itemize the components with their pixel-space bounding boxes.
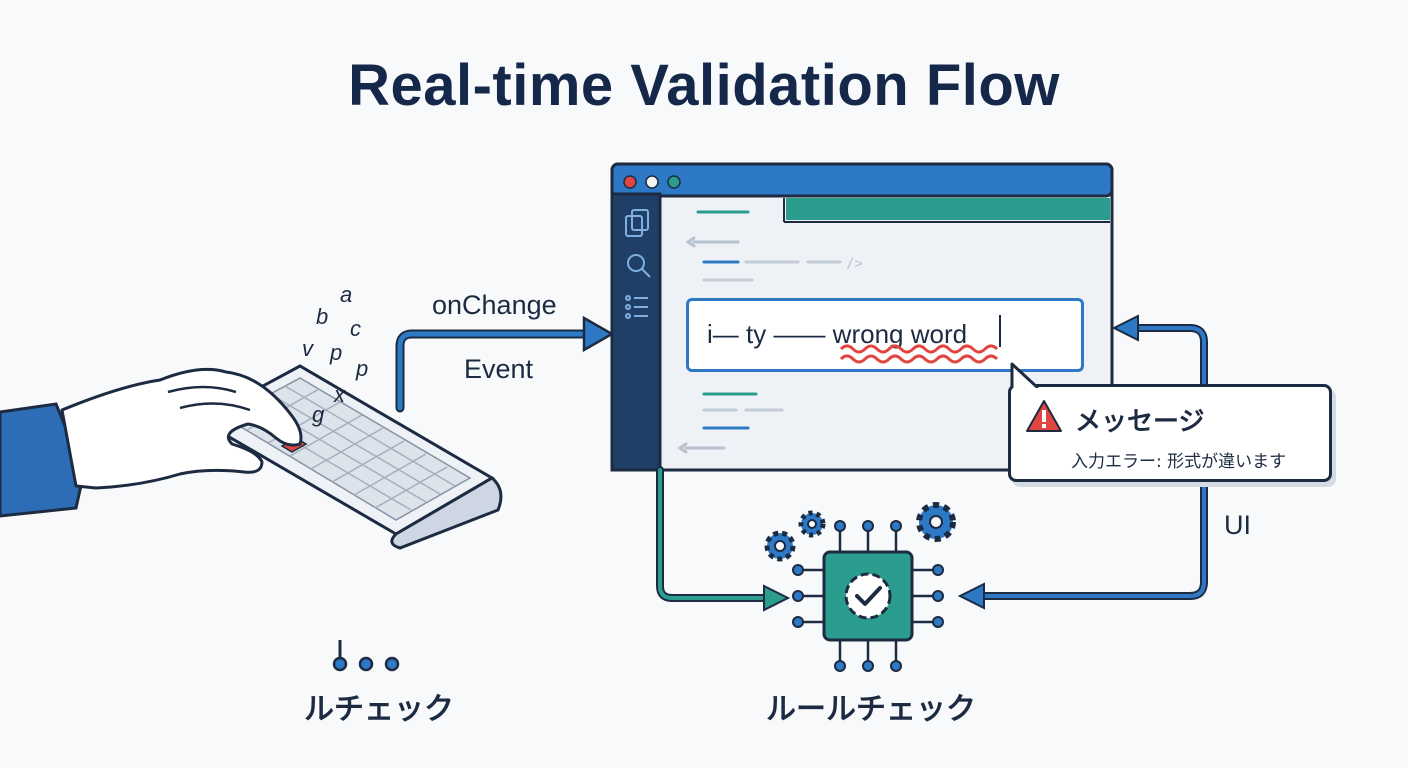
popup-message: 入力エラー: 形式が違います xyxy=(1071,452,1287,472)
onchange-arrow xyxy=(397,331,591,411)
typing-hand xyxy=(0,367,303,518)
typed-letter: g xyxy=(312,402,325,427)
tooltip-pointer xyxy=(1010,362,1040,388)
gear-check-icon xyxy=(844,572,892,620)
search-icon[interactable] xyxy=(627,254,651,278)
text-cursor xyxy=(999,315,1001,347)
list-icon[interactable] xyxy=(625,295,648,319)
circuit-dots-icon xyxy=(332,640,400,672)
typed-letter: a xyxy=(340,282,353,307)
warning-icon xyxy=(1026,400,1062,432)
text-input-field[interactable]: i— ty —— wrong word xyxy=(686,298,1084,372)
typed-letter: v xyxy=(302,336,313,361)
window-maximize-dot[interactable] xyxy=(667,175,681,189)
gear-icon xyxy=(764,502,956,562)
error-squiggle xyxy=(839,344,999,364)
typed-letter: p xyxy=(356,356,369,381)
typed-letter: p xyxy=(330,340,343,365)
svg-text:/>: /> xyxy=(846,256,863,272)
typed-letter: x xyxy=(334,382,345,407)
event-label: Event xyxy=(464,354,534,384)
diagram-title: Real-time Validation Flow xyxy=(348,53,1060,118)
validation-chip xyxy=(792,520,944,672)
window-close-dot[interactable] xyxy=(623,175,637,189)
onchange-label: onChange xyxy=(432,290,557,320)
error-tooltip: メッセージ 入力エラー: 形式が違います xyxy=(1008,384,1332,482)
files-icon[interactable] xyxy=(625,209,649,237)
window-minimize-dot[interactable] xyxy=(645,175,659,189)
rule-check-caption: ルールチェック xyxy=(766,692,976,727)
left-caption: ルチェック xyxy=(304,692,454,727)
ui-label: UI xyxy=(1224,510,1251,540)
popup-title: メッセージ xyxy=(1075,407,1205,437)
input-value: i— ty —— wrong word xyxy=(707,319,968,349)
typed-letter: b xyxy=(316,304,329,329)
browser-window: /> xyxy=(610,162,1114,472)
typed-letter: c xyxy=(350,316,361,341)
